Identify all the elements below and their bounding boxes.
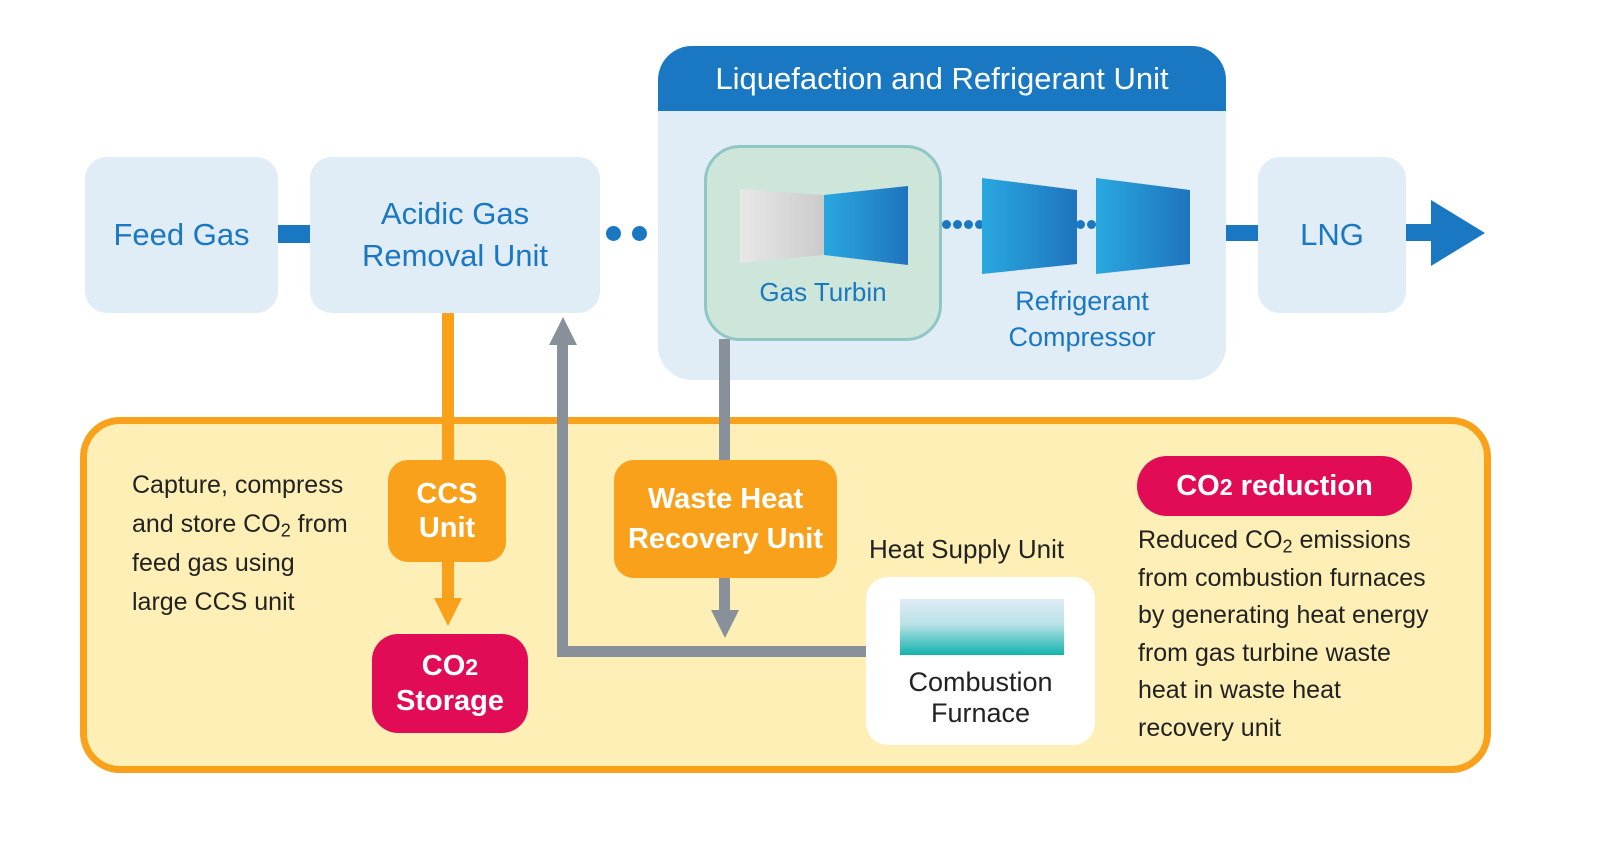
dot — [942, 220, 951, 229]
shaft-dots-turbine-to-compressor — [942, 220, 986, 230]
lng-label: LNG — [1300, 217, 1364, 252]
output-arrow-icon — [1405, 200, 1485, 266]
combustion-furnace-box: Combustion Furnace — [866, 577, 1095, 745]
ccs-unit-label-line1: CCS — [416, 478, 478, 510]
output-arrow-shaft — [1405, 224, 1432, 241]
co2-reduction-badge: CO2 reduction — [1137, 456, 1412, 516]
acidic-gas-removal-box: Acidic Gas Removal Unit — [310, 157, 600, 313]
dot — [606, 226, 621, 241]
acidic-gas-label-line1: Acidic Gas — [380, 196, 530, 231]
gas-turbine-label: Gas Turbin — [759, 277, 887, 307]
co2-storage-box: CO2 Storage — [372, 634, 528, 733]
dot — [975, 220, 984, 229]
connector-liquefaction-to-lng — [1226, 225, 1259, 241]
waste-heat-out-line — [719, 575, 730, 613]
ccs-to-storage-arrow-icon — [434, 598, 462, 626]
compressor-label-line2: Compressor — [1008, 322, 1156, 352]
refrigerant-compressor-icon — [982, 178, 1190, 274]
co2-reduction-description: Reduced CO2 emissions from combustion fu… — [1138, 526, 1429, 742]
dot — [953, 220, 962, 229]
co2-storage-label-line1: CO2 — [421, 650, 479, 682]
turbine-expander-section — [824, 186, 908, 265]
connector-feed-to-acidic — [277, 225, 310, 243]
compressor-stage-2 — [1096, 178, 1190, 274]
ccs-unit-label-line2: Unit — [418, 512, 476, 544]
refrigerant-compressor-label: Refrigerant Compressor — [980, 283, 1184, 355]
waste-heat-recovery-box: Waste Heat Recovery Unit — [614, 460, 837, 578]
gas-turbine-icon — [740, 186, 908, 265]
turbine-compressor-section — [740, 189, 824, 263]
waste-heat-label-line1: Waste Heat — [647, 483, 804, 515]
furnace-icon — [900, 599, 1064, 655]
liquefaction-unit-title: Liquefaction and Refrigerant Unit — [715, 60, 1169, 96]
liquefaction-unit-header: Liquefaction and Refrigerant Unit — [658, 46, 1226, 111]
feed-gas-box: Feed Gas — [85, 157, 278, 313]
shaft-dots-between-compressors — [1076, 220, 1098, 230]
ccs-feed-line — [442, 313, 454, 463]
dot — [964, 220, 973, 229]
lng-box: LNG — [1258, 157, 1406, 313]
output-arrow-head — [1431, 200, 1485, 266]
feed-gas-label: Feed Gas — [113, 217, 250, 252]
furnace-label: Combustion Furnace — [866, 667, 1095, 729]
turbine-exhaust-line — [719, 339, 730, 463]
waste-heat-down-arrow-icon — [711, 610, 739, 638]
ccs-to-storage-line — [442, 560, 454, 600]
heat-return-arrow-icon — [549, 317, 577, 345]
heat-return-vertical-line — [557, 343, 568, 657]
waste-heat-label-line2: Recovery Unit — [627, 523, 823, 555]
dot — [632, 226, 647, 241]
dot — [1076, 220, 1085, 229]
ccs-description: Capture, compress and store CO2 from fee… — [132, 471, 348, 616]
furnace-label-line1: Combustion — [908, 667, 1053, 697]
compressor-label-line1: Refrigerant — [1015, 286, 1149, 316]
ccs-unit-box: CCS Unit — [388, 460, 506, 562]
acidic-gas-label-line2: Removal Unit — [361, 238, 549, 273]
dot — [1087, 220, 1096, 229]
heat-return-horizontal-line — [557, 646, 869, 657]
connector-dots-acidic-to-liquefaction — [606, 226, 650, 242]
heat-supply-unit-label: Heat Supply Unit — [869, 534, 1065, 564]
compressor-stage-1 — [982, 178, 1077, 274]
furnace-label-line2: Furnace — [930, 698, 1031, 728]
co2-storage-label-line2: Storage — [396, 685, 504, 717]
